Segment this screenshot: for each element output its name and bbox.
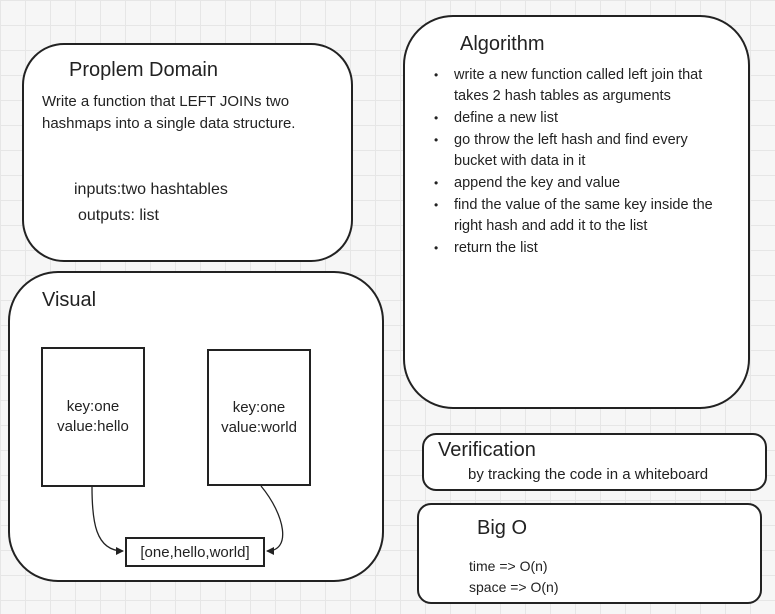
algorithm-step: append the key and value (421, 173, 721, 194)
right-hashmap-key: key:one (232, 399, 286, 416)
problem-domain-inputs: inputs:two hashtables (74, 181, 228, 198)
algorithm-step: write a new function called left join th… (421, 65, 721, 107)
problem-domain-description: Write a function that LEFT JOINs two has… (42, 93, 296, 132)
problem-domain-box: Proplem Domain Write a function that LEF… (22, 43, 353, 262)
problem-domain-title: Proplem Domain (69, 59, 218, 81)
right-hashmap-node: key:one value:world (207, 349, 311, 486)
right-hashmap-value: value:world (221, 419, 297, 436)
algorithm-title: Algorithm (460, 33, 545, 55)
algorithm-steps-list: write a new function called left join th… (421, 65, 721, 260)
algorithm-box: Algorithm write a new function called le… (403, 15, 750, 409)
big-o-box: Big O time => O(n) space => O(n) (417, 503, 762, 604)
big-o-title: Big O (477, 517, 528, 539)
left-to-result-arrow (91, 486, 124, 555)
problem-domain-outputs: outputs: list (78, 207, 159, 224)
left-hashmap-value: value:hello (57, 418, 129, 435)
left-hashmap-node: key:one value:hello (41, 347, 145, 487)
verification-title: Verification (438, 439, 536, 461)
left-hashmap-key: key:one (66, 398, 120, 415)
verification-text: by tracking the code in a whiteboard (468, 466, 709, 483)
algorithm-step: define a new list (421, 108, 721, 129)
verification-box: Verification by tracking the code in a w… (422, 433, 767, 491)
right-to-result-arrow (260, 485, 284, 555)
result-list-node: [one,hello,world] (125, 537, 265, 567)
visual-title: Visual (42, 289, 97, 311)
algorithm-step: go throw the left hash and find every bu… (421, 130, 721, 172)
big-o-time: time => O(n) (469, 558, 548, 574)
algorithm-step: return the list (421, 238, 721, 259)
big-o-space: space => O(n) (469, 579, 559, 595)
algorithm-step: find the value of the same key inside th… (421, 195, 721, 237)
